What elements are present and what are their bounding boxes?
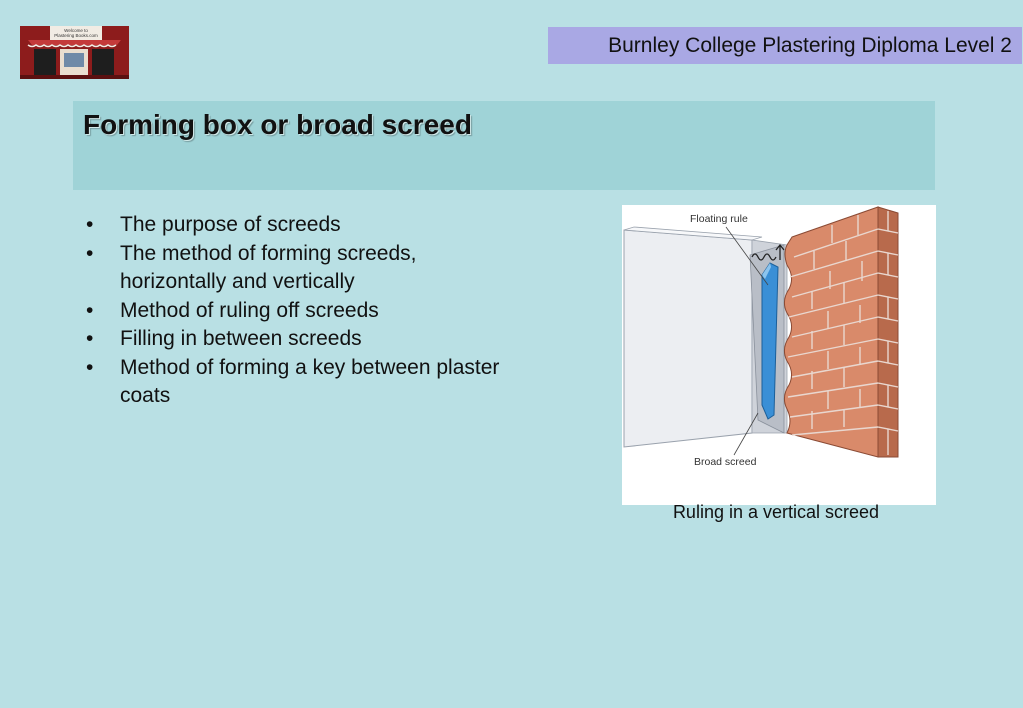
figure-caption: Ruling in a vertical screed <box>672 502 880 522</box>
bullet-item: The method of forming screeds, horizonta… <box>86 240 506 297</box>
arrow-up-icon <box>775 243 785 260</box>
course-banner: Burnley College Plastering Diploma Level… <box>548 27 1022 64</box>
slide-title: Forming box or broad screed <box>83 109 472 140</box>
plaster-panel <box>623 229 753 448</box>
bullet-item: Method of ruling off screeds <box>86 297 506 326</box>
bullet-item: Filling in between screeds <box>86 325 506 354</box>
screed-illustration: Floating rule Broad screed <box>622 205 936 505</box>
logo-image: Welcome to Plastering Books.com <box>20 26 129 79</box>
logo-line-2: Plastering Books.com <box>54 33 98 38</box>
brick-wall <box>783 206 899 458</box>
screed-diagram: Floating rule Broad screed <box>623 206 899 468</box>
title-band: Forming box or broad screed <box>73 101 935 190</box>
logo: Welcome to Plastering Books.com <box>20 26 129 79</box>
broad-screed-label: Broad screed <box>694 456 757 468</box>
ruling-motion-icon <box>751 253 777 261</box>
floating-rule-label: Floating rule <box>690 213 748 225</box>
bullet-list: The purpose of screeds The method of for… <box>86 211 506 411</box>
bullet-item: Method of forming a key between plaster … <box>86 354 506 411</box>
logo-line-1: Welcome to <box>64 28 88 33</box>
bullet-item: The purpose of screeds <box>86 211 506 240</box>
